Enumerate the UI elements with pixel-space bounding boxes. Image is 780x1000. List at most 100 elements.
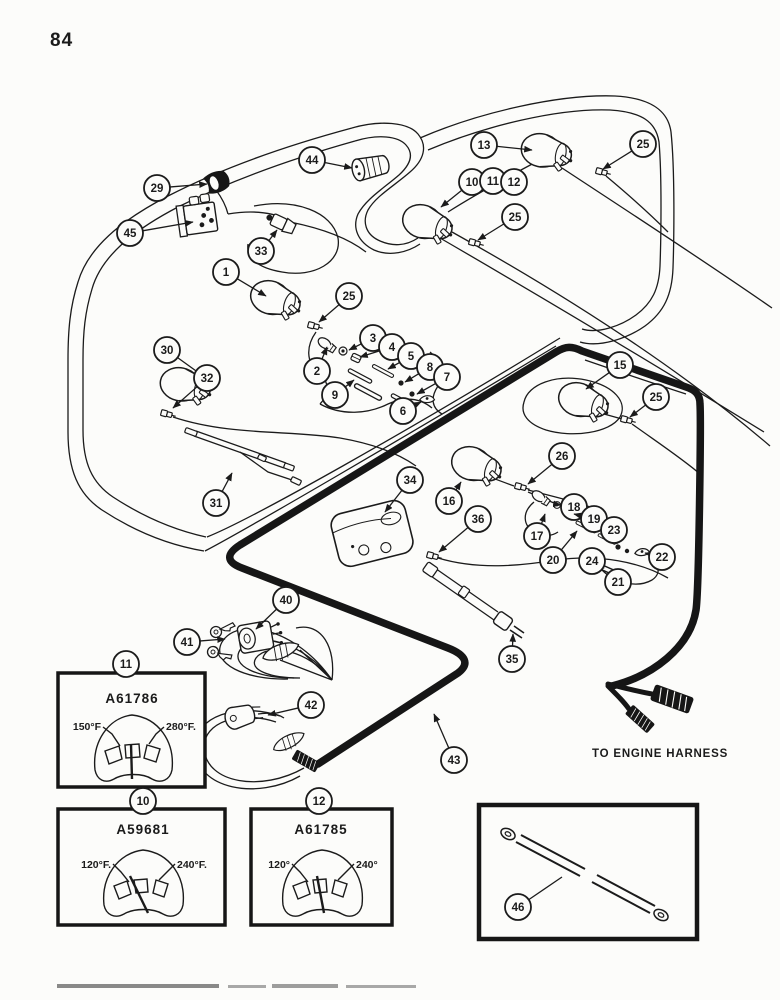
callout-leader: [237, 278, 267, 297]
washer-item-18-icon: [553, 501, 561, 509]
connector-item-25-icon: [306, 320, 325, 332]
callout-2-6: 2: [303, 346, 331, 385]
callout-number: 42: [305, 700, 318, 712]
callout-circle: [272, 586, 300, 614]
callout-leader: [318, 304, 340, 323]
callout-circle: [153, 336, 181, 364]
callout-40-38: 40: [255, 586, 300, 630]
screw-icon: [624, 548, 630, 554]
callout-leader: [320, 346, 328, 359]
inset-box-a61785: A61785 120° 240°: [249, 807, 394, 927]
callout-leader: [170, 181, 208, 188]
callout-35-37: 35: [498, 633, 526, 673]
callout-leader: [438, 527, 469, 553]
callout-leader: [644, 551, 654, 559]
callout-leader: [345, 379, 355, 388]
ignition-switch-item-40-icon: [236, 620, 284, 654]
callout-leader: [143, 220, 194, 232]
callout-34-27: 34: [384, 466, 424, 513]
callout-23-32: 23: [600, 516, 628, 545]
callout-circle: [129, 787, 157, 815]
callout-circle: [604, 568, 632, 596]
washer-item-3-icon: [338, 346, 348, 356]
callout-circle: [578, 547, 606, 575]
connector-item-36-icon: [425, 550, 444, 562]
screw-item-8-icon: [398, 380, 404, 386]
engine-harness-connector-icon: [649, 684, 695, 714]
callout-number: 41: [181, 637, 194, 649]
callout-42-40: 42: [267, 691, 325, 719]
callout-leader: [527, 464, 552, 485]
engine-harness-connector-icon: [625, 704, 655, 734]
gauge-face-drawing: [281, 849, 364, 917]
callout-1-4: 1: [212, 258, 267, 297]
callout-number: 19: [588, 514, 601, 526]
callout-12-20: 12: [500, 168, 528, 196]
rod-item-5-icon: [371, 363, 395, 379]
callout-15-23: 15: [585, 351, 634, 390]
callout-number: 13: [478, 140, 491, 152]
callout-10-18: 10: [440, 168, 486, 208]
callout-number: 31: [210, 498, 223, 510]
callout-number: 11: [487, 176, 500, 188]
part-number: A61785: [294, 822, 347, 837]
callout-circle: [173, 628, 201, 656]
bulb-item-17-icon: [529, 487, 552, 508]
part-number: A61786: [105, 691, 158, 706]
gauge-item-16-icon: [446, 440, 509, 491]
callout-circle: [143, 174, 171, 202]
callout-number: 25: [343, 291, 356, 303]
gauge-item-1-icon: [245, 274, 308, 325]
sender-item-33-icon: [266, 213, 297, 235]
callout-number: 10: [137, 796, 150, 808]
relay-item-45-icon: [175, 193, 219, 238]
gauge-face-drawing: [93, 714, 174, 782]
callout-leader: [629, 404, 646, 418]
scale-label-right: 240°: [356, 859, 378, 871]
gauge-item-15-icon: [553, 376, 616, 427]
callout-number: 22: [656, 552, 669, 564]
callout-leader: [453, 481, 462, 491]
callout-number: 46: [512, 902, 525, 914]
scan-artifacts: [57, 984, 416, 988]
callout-circle: [470, 131, 498, 159]
callout-43-41: 43: [433, 713, 468, 774]
callout-circle: [297, 691, 325, 719]
boot-item-29-icon: [202, 170, 230, 194]
callout-leader: [404, 373, 419, 383]
main-harness-run: [226, 343, 705, 773]
callout-circle: [193, 364, 221, 392]
callout-number: 20: [547, 555, 560, 567]
callout-number: 17: [531, 531, 544, 543]
bulb-item-2-icon: [315, 334, 338, 355]
cylinder-item-44-icon: [351, 154, 390, 182]
lamp-socket-item-42-icon: [224, 704, 264, 730]
callout-number: 12: [508, 177, 521, 189]
callout-leader: [255, 608, 277, 630]
scale-label-left: 150°F: [73, 721, 102, 733]
callout-46-45: 46: [504, 876, 563, 921]
callout-number: 11: [120, 659, 133, 671]
callout-number: 25: [637, 139, 650, 151]
callout-number: 23: [608, 525, 621, 537]
callout-number: 4: [389, 342, 396, 354]
callout-circle: [321, 381, 349, 409]
callout-41-39: 41: [173, 628, 226, 656]
callout-circle: [112, 650, 140, 678]
callout-21-36: 21: [604, 568, 632, 596]
callout-leader: [440, 189, 462, 208]
callout-circle: [433, 363, 461, 391]
callout-number: 36: [472, 514, 485, 526]
gauge-face-drawing: [102, 849, 185, 917]
callout-number: 45: [124, 228, 137, 240]
callout-12-44: 12: [305, 787, 333, 815]
callout-11-42: 11: [112, 650, 140, 678]
callout-circle: [629, 130, 657, 158]
callout-number: 34: [404, 475, 417, 487]
callout-circle: [212, 258, 240, 286]
callout-circle: [202, 489, 230, 517]
callout-circle: [440, 746, 468, 774]
callout-leader: [497, 145, 533, 153]
screw-item-23-icon: [615, 544, 621, 550]
